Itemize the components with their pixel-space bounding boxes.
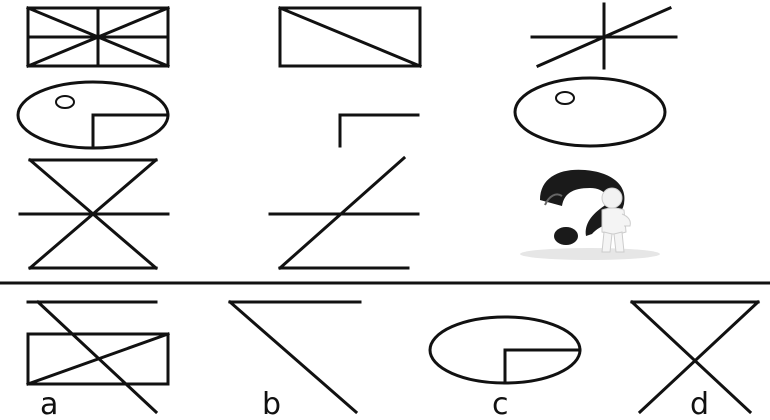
option-d-label: d xyxy=(690,387,709,420)
question-mark-person-icon xyxy=(490,160,665,264)
option-a-label: a xyxy=(40,387,58,420)
option-c-label: c xyxy=(492,387,509,420)
figure-r1c1 xyxy=(28,8,168,66)
option-b-label: b xyxy=(262,387,281,420)
